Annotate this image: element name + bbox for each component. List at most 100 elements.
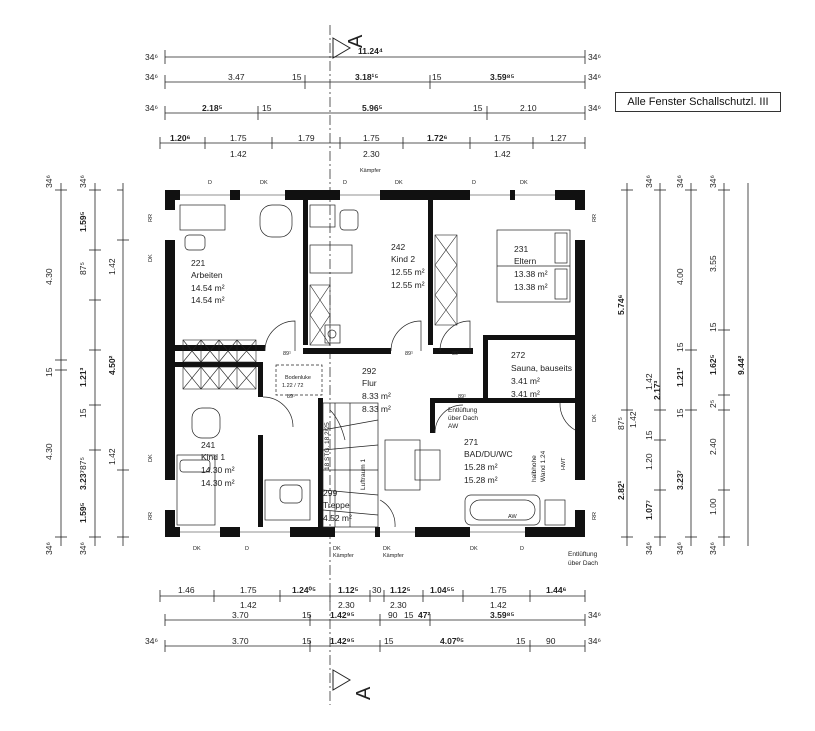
room-221: 221 Arbeiten 14.54 m² 14.54 m² bbox=[191, 258, 225, 305]
svg-text:34⁶: 34⁶ bbox=[44, 175, 54, 188]
svg-text:271: 271 bbox=[464, 437, 478, 447]
svg-text:14.30 m²: 14.30 m² bbox=[201, 465, 235, 475]
dimension-ticks bbox=[55, 50, 730, 652]
svg-text:34⁶: 34⁶ bbox=[145, 103, 158, 113]
room-299: 299 Treppe 4.52 m² bbox=[323, 488, 352, 523]
dims-left-3: 1.42 4.50² 1.42 bbox=[107, 258, 117, 465]
svg-text:DK: DK bbox=[148, 254, 154, 262]
svg-text:231: 231 bbox=[514, 244, 528, 254]
svg-text:DK: DK bbox=[592, 414, 598, 422]
svg-text:3.70: 3.70 bbox=[232, 636, 249, 646]
svg-text:D: D bbox=[208, 180, 212, 186]
stair-label: 18 STG. 18.2/25 bbox=[324, 422, 331, 470]
svg-text:34⁶: 34⁶ bbox=[588, 103, 601, 113]
svg-text:Eltern: Eltern bbox=[514, 256, 536, 266]
svg-text:Kind 2: Kind 2 bbox=[391, 254, 415, 264]
vent-label-1: Entlüftung bbox=[448, 407, 478, 414]
svg-text:34⁶: 34⁶ bbox=[644, 542, 654, 555]
dims-top-4: 1.20⁶ 1.75 1.79 1.75 1.72⁶ 1.75 1.27 bbox=[170, 133, 567, 143]
svg-text:3.55: 3.55 bbox=[708, 255, 718, 272]
svg-text:3.18¹⁵: 3.18¹⁵ bbox=[355, 72, 378, 82]
svg-text:4.07⁰⁵: 4.07⁰⁵ bbox=[440, 636, 464, 646]
svg-text:15: 15 bbox=[675, 342, 685, 352]
svg-text:8.33 m²: 8.33 m² bbox=[362, 404, 391, 414]
svg-text:34⁶: 34⁶ bbox=[708, 542, 718, 555]
room-231: 231 Eltern 13.38 m² 13.38 m² bbox=[514, 244, 548, 292]
svg-text:15: 15 bbox=[516, 636, 526, 646]
svg-text:34⁶: 34⁶ bbox=[145, 72, 158, 82]
vent-out-label-2: über Dach bbox=[568, 560, 598, 567]
wardrobes bbox=[182, 234, 458, 390]
svg-text:RR: RR bbox=[148, 214, 154, 222]
room-272: 272 Sauna, bauseits 3.41 m² 3.41 m² bbox=[511, 350, 572, 399]
door-swings bbox=[262, 320, 576, 528]
attic-hatch-label-1: Bodenluke bbox=[285, 375, 311, 381]
attic-hatch-label-2: 1.22 / 72 bbox=[282, 383, 303, 389]
svg-text:3.41 m²: 3.41 m² bbox=[511, 376, 540, 386]
svg-text:241: 241 bbox=[201, 440, 215, 450]
svg-text:DK: DK bbox=[148, 454, 154, 462]
svg-text:D: D bbox=[245, 546, 249, 552]
svg-text:1.62⁵: 1.62⁵ bbox=[708, 354, 718, 375]
svg-text:1.20: 1.20 bbox=[644, 453, 654, 470]
svg-text:34⁶: 34⁶ bbox=[588, 52, 601, 62]
svg-text:1.75: 1.75 bbox=[363, 133, 380, 143]
half-wall-label-2: Wand 1.24 bbox=[540, 450, 547, 482]
svg-text:87⁵: 87⁵ bbox=[616, 417, 626, 430]
svg-text:2.17³: 2.17³ bbox=[652, 380, 662, 400]
svg-text:3.70: 3.70 bbox=[232, 610, 249, 620]
kaempfer-top-label: Kämpfer bbox=[360, 168, 381, 174]
dims-bottom-2: 1.42 2.30 2.30 1.42 bbox=[240, 600, 507, 610]
svg-text:1.42: 1.42 bbox=[230, 149, 247, 159]
svg-text:4.30: 4.30 bbox=[44, 268, 54, 285]
svg-text:15: 15 bbox=[675, 408, 685, 418]
svg-text:15: 15 bbox=[644, 430, 654, 440]
half-wall-label-1: halbhohe bbox=[531, 455, 538, 482]
room-292: 292 Flur 8.33 m² 8.33 m² bbox=[362, 366, 391, 414]
svg-text:1.42: 1.42 bbox=[240, 600, 257, 610]
svg-text:1.42: 1.42 bbox=[494, 149, 511, 159]
svg-text:3.59⁸⁵: 3.59⁸⁵ bbox=[490, 610, 515, 620]
dims-right-4: 34⁶ 3.55 15 1.62⁵ 2⁵ 2.40 1.00 34⁶ bbox=[708, 175, 718, 555]
svg-text:D: D bbox=[472, 180, 476, 186]
dims-top-3: 34⁶ 2.18⁵ 15 5.96⁵ 15 2.10 34⁶ bbox=[145, 103, 601, 113]
svg-text:4.30: 4.30 bbox=[44, 443, 54, 460]
window-note: Alle Fenster Schallschutzl. III bbox=[615, 92, 781, 112]
dims-top-5: 1.42 2.30 1.42 bbox=[230, 149, 511, 159]
svg-text:12.55 m²: 12.55 m² bbox=[391, 280, 425, 290]
dims-top-2: 34⁶ 3.47 15 3.18¹⁵ 15 3.59⁸⁵ 34⁶ bbox=[145, 72, 601, 82]
attic-hatch bbox=[275, 364, 323, 396]
svg-text:DK: DK bbox=[260, 180, 268, 186]
svg-text:34⁶: 34⁶ bbox=[588, 636, 601, 646]
svg-text:1.44⁶: 1.44⁶ bbox=[546, 585, 567, 595]
svg-text:1.75: 1.75 bbox=[494, 133, 511, 143]
svg-text:1.00: 1.00 bbox=[708, 498, 718, 515]
svg-text:Treppe: Treppe bbox=[323, 500, 350, 510]
svg-text:15: 15 bbox=[302, 610, 312, 620]
svg-text:1.59⁵: 1.59⁵ bbox=[78, 211, 88, 232]
svg-text:Sauna, bauseits: Sauna, bauseits bbox=[511, 363, 572, 373]
svg-text:1.27: 1.27 bbox=[550, 133, 567, 143]
svg-text:1.42: 1.42 bbox=[644, 373, 654, 390]
svg-text:1.04⁵⁵: 1.04⁵⁵ bbox=[430, 585, 455, 595]
svg-text:1.42: 1.42 bbox=[107, 448, 117, 465]
svg-text:13.38 m²: 13.38 m² bbox=[514, 269, 548, 279]
svg-text:BAD/DU/WC: BAD/DU/WC bbox=[464, 449, 513, 459]
svg-text:8.33 m²: 8.33 m² bbox=[362, 391, 391, 401]
hwt-label: HWT bbox=[561, 457, 567, 470]
svg-text:34⁶: 34⁶ bbox=[644, 175, 654, 188]
svg-text:15: 15 bbox=[292, 72, 302, 82]
luftraum-label: Luftraum 1 bbox=[360, 459, 367, 490]
svg-text:15.28 m²: 15.28 m² bbox=[464, 475, 498, 485]
dims-bottom-3: 3.70 15 1.42⁹⁵ 90 15 47² 3.59⁸⁵ 34⁶ bbox=[232, 610, 601, 620]
door-height-labels: 89¹ 89¹ 89¹ 89¹ 89¹ bbox=[283, 351, 466, 400]
dims-right-3: 34⁶ 4.00 15 1.21³ 15 2.17³ 3.23⁷ 34⁶ bbox=[652, 175, 685, 555]
room-241: 241 Kind 1 14.30 m² 14.30 m² bbox=[201, 440, 235, 488]
dims-bottom-4: 34⁶ 3.70 15 1.42⁹⁵ 15 4.07⁰⁵ 15 90 34⁶ bbox=[145, 636, 601, 646]
svg-text:34⁶: 34⁶ bbox=[145, 52, 158, 62]
svg-text:9.44²: 9.44² bbox=[736, 355, 746, 375]
svg-text:1.75: 1.75 bbox=[230, 133, 247, 143]
svg-text:1.07⁷: 1.07⁷ bbox=[644, 499, 654, 520]
svg-text:14.54 m²: 14.54 m² bbox=[191, 283, 225, 293]
svg-text:87⁵: 87⁵ bbox=[78, 457, 88, 470]
